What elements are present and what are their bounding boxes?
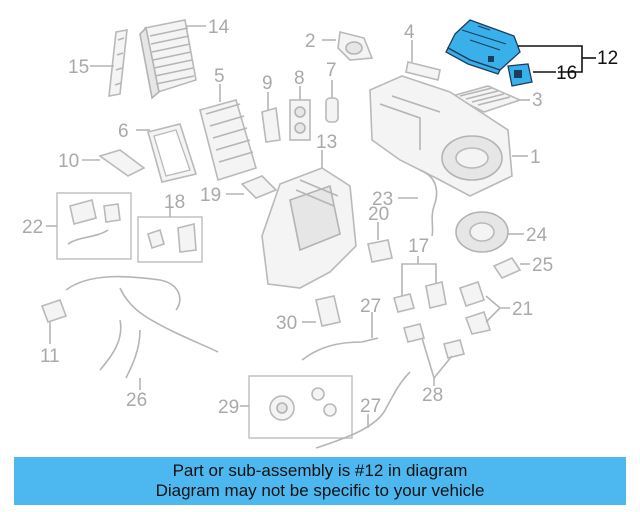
callout-26: 26 (126, 390, 147, 411)
part-12-highlighted (445, 19, 596, 75)
part-17 (393, 256, 447, 313)
callout-14: 14 (208, 17, 230, 38)
part-side-seal (90, 29, 128, 97)
part-pipe-27-lower (315, 371, 411, 449)
part-wiring-harness-26 (65, 275, 219, 390)
banner-line-1: Part or sub-assembly is #12 in diagram (172, 461, 468, 480)
callout-4: 4 (404, 22, 415, 43)
part-hose-23 (398, 169, 438, 237)
callout-12: 12 (597, 48, 618, 69)
part-group-18 (137, 206, 203, 263)
callout-7: 7 (326, 60, 337, 81)
callout-19: 19 (200, 185, 221, 206)
part-gasket-6 (136, 123, 198, 183)
callout-1: 1 (530, 147, 541, 168)
callout-11: 11 (40, 346, 60, 367)
part-21 (458, 280, 510, 335)
callout-22: 22 (22, 217, 43, 238)
part-25 (492, 256, 530, 280)
callout-9: 9 (262, 73, 273, 94)
callout-25: 25 (532, 255, 553, 276)
part-9 (261, 92, 281, 143)
callout-21: 21 (512, 299, 533, 320)
part-group-22 (46, 192, 132, 260)
callout-3: 3 (532, 90, 543, 111)
callout-6: 6 (118, 121, 129, 142)
part-7 (325, 80, 339, 123)
callout-28: 28 (422, 385, 443, 406)
callout-13: 13 (316, 132, 337, 153)
part-group-29 (240, 375, 353, 439)
part-19 (226, 175, 278, 199)
info-banner: Part or sub-assembly is #12 in diagram D… (14, 457, 626, 505)
callout-16: 16 (556, 63, 577, 84)
part-heater-core (139, 19, 206, 100)
parts-diagram: 14 15 2 4 12 16 3 (22, 17, 618, 449)
part-28 (403, 323, 465, 386)
callout-15: 15 (68, 57, 89, 78)
part-11 (40, 298, 68, 344)
part-8 (289, 86, 311, 141)
callout-2: 2 (305, 31, 316, 52)
callout-23: 23 (372, 189, 393, 210)
callout-5: 5 (214, 66, 225, 87)
part-blower-housing-1 (369, 75, 528, 197)
part-10 (82, 149, 146, 177)
part-hvac-case-13 (261, 150, 357, 289)
part-20 (367, 222, 393, 263)
banner-line-2: Diagram may not be specific to your vehi… (155, 481, 485, 500)
callout-8: 8 (294, 68, 305, 89)
part-30 (302, 295, 341, 327)
callout-30: 30 (276, 313, 297, 334)
callout-27-lower: 27 (360, 396, 381, 417)
callout-24: 24 (526, 225, 548, 246)
part-pipe-27-upper (301, 312, 379, 361)
part-blower-motor-24 (455, 211, 524, 253)
part-16-highlighted (507, 63, 556, 87)
part-seal-2 (322, 31, 374, 61)
callout-18: 18 (164, 192, 185, 213)
callout-29: 29 (218, 397, 239, 418)
callout-10: 10 (58, 151, 79, 172)
part-evaporator-5 (199, 84, 257, 182)
callout-17: 17 (408, 236, 429, 257)
part-cabin-filter-3 (449, 85, 530, 113)
callout-27-upper: 27 (360, 296, 381, 317)
part-filter-cover-4 (405, 40, 441, 81)
callout-20: 20 (368, 204, 389, 225)
